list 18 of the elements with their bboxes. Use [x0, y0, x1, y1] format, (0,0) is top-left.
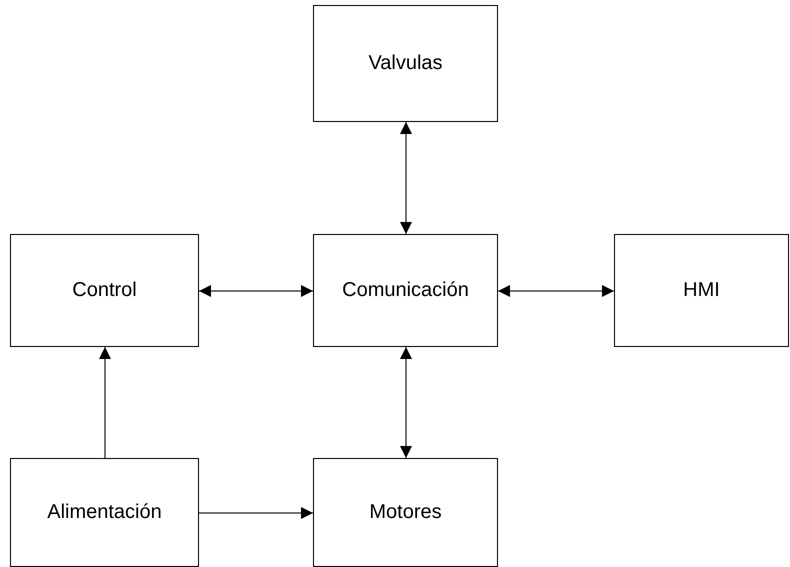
- process-box: [313, 234, 498, 347]
- process-box: [614, 234, 789, 347]
- box-label: Alimentación: [47, 501, 162, 524]
- arrow: [99, 346, 111, 458]
- box-label: Control: [72, 279, 137, 302]
- box-label: Valvulas: [368, 52, 443, 75]
- process-box: [313, 5, 498, 122]
- arrow: [400, 122, 412, 234]
- process-box: [10, 458, 199, 567]
- box-label: Motores: [369, 501, 442, 524]
- arrow: [198, 507, 314, 519]
- process-box: [10, 234, 199, 347]
- arrow: [198, 285, 314, 297]
- box-label: Comunicación: [342, 279, 469, 302]
- process-box: [313, 458, 498, 567]
- box-label: HMI: [683, 279, 720, 302]
- arrow: [400, 346, 412, 458]
- arrow: [498, 285, 614, 297]
